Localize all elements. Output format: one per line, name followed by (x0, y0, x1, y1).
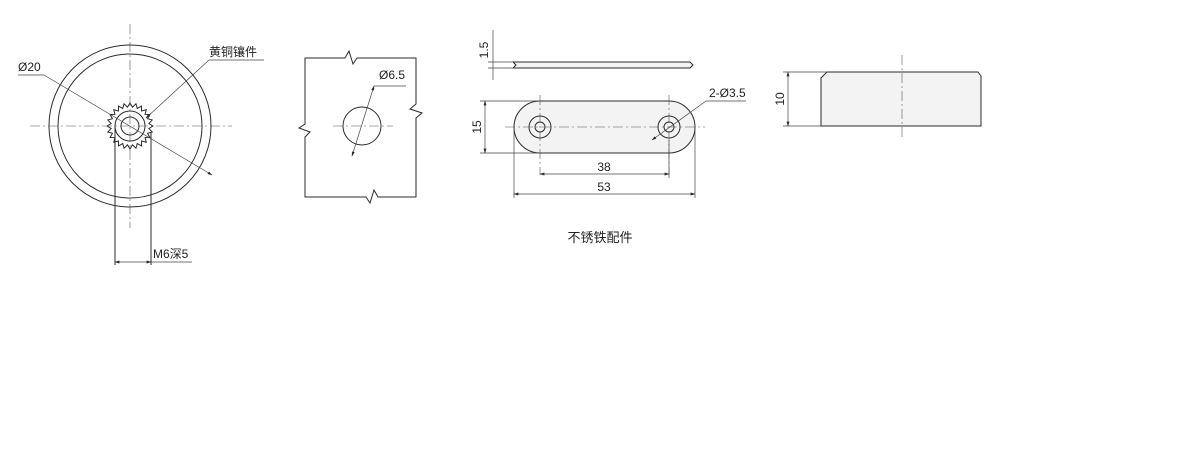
thickness-label: 1.5 (477, 41, 491, 58)
spacing-label: 38 (597, 160, 611, 174)
hole-dimension-line (351, 85, 375, 157)
length-label: 53 (597, 180, 611, 194)
magnet-side-view: 10 (773, 55, 982, 140)
holes-label: 2-Ø3.5 (709, 86, 746, 100)
bracket-side-profile (511, 61, 694, 69)
thread-label: M6深5 (153, 247, 189, 261)
height10-label: 10 (773, 92, 787, 106)
dia20-label: Ø20 (18, 60, 41, 74)
plate-outline (297, 49, 424, 205)
dia20-dimension-line (43, 74, 213, 176)
hole-dia-label: Ø6.5 (379, 68, 405, 82)
height15-label: 15 (470, 120, 484, 134)
mounting-hole-view: Ø6.5 (297, 49, 424, 205)
brass-insert-label: 黄铜镶件 (209, 44, 257, 59)
round-magnet-view: Ø20 黄铜镶件 M6深5 (18, 24, 264, 265)
holes-dimension-line (651, 100, 707, 141)
side-profile (820, 71, 982, 127)
bracket-caption: 不锈铁配件 (567, 230, 632, 245)
brass-leader (145, 59, 210, 119)
bracket-view: 1.5 2-Ø3.5 15 38 53 不锈铁配件 (470, 30, 746, 245)
